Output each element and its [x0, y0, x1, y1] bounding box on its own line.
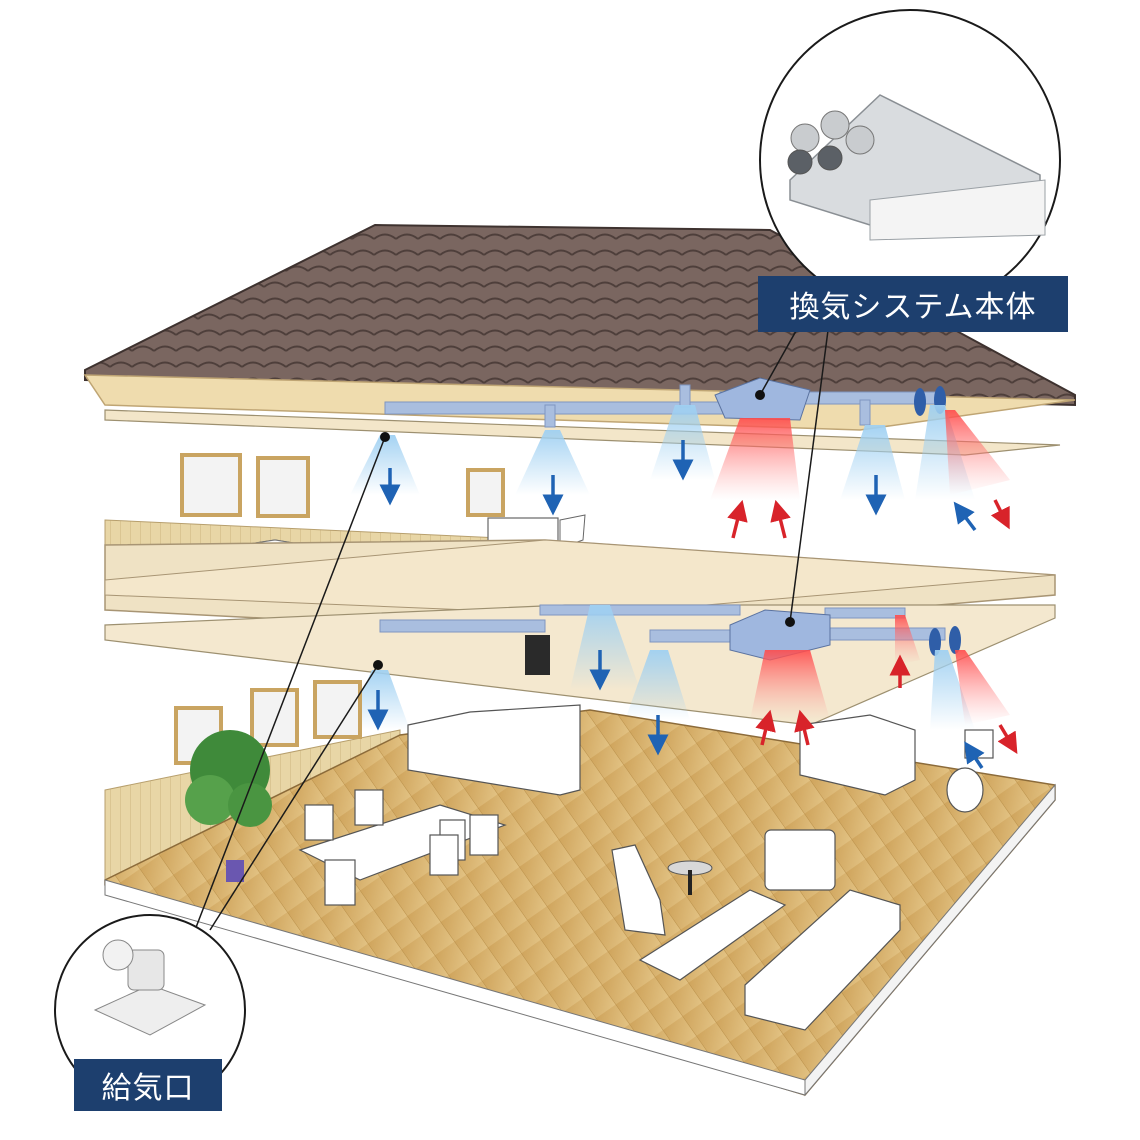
ventilation-unit-label: 換気システム本体 — [758, 276, 1068, 332]
lower-duct-cap-1 — [949, 626, 961, 654]
callout-dot-lower-inlet — [373, 660, 383, 670]
lower-duct-cap-2 — [929, 628, 941, 656]
lower-duct-network — [379, 604, 946, 661]
upper-window-2 — [256, 456, 310, 518]
armchair — [764, 829, 836, 891]
supply-inlet-image — [54, 914, 246, 1106]
washbasin-cabinet — [799, 714, 916, 796]
lower-arrows — [367, 650, 1018, 769]
callout-lines — [194, 314, 831, 931]
upper-window-1 — [180, 453, 242, 517]
lower-floor-edge-right — [804, 783, 1056, 1097]
kitchen-counter — [407, 704, 581, 796]
lower-room — [104, 635, 1056, 1097]
upper-window-3 — [466, 468, 505, 517]
callout-dot-lower-unit — [785, 617, 795, 627]
side-table — [667, 860, 713, 895]
desk-chair — [559, 514, 586, 549]
supply-inlet-label: 給気口 — [74, 1059, 222, 1111]
range-hood — [525, 635, 550, 675]
callout-dot-upper-inlet — [380, 432, 390, 442]
dining-chairs — [304, 789, 499, 876]
lower-ventilation-unit — [729, 609, 831, 661]
ventilation-unit-image — [759, 9, 1061, 311]
sofa — [744, 889, 901, 1031]
lower-window-2 — [250, 688, 299, 747]
upper-floor-top — [104, 539, 1056, 616]
coffee-table — [638, 889, 787, 981]
callout-dot-upper-unit — [755, 390, 765, 400]
lounge-chair — [611, 844, 666, 936]
upper-arrows — [379, 440, 1010, 539]
upper-duct-cap-2 — [914, 388, 926, 416]
upper-airflow — [350, 405, 1010, 500]
